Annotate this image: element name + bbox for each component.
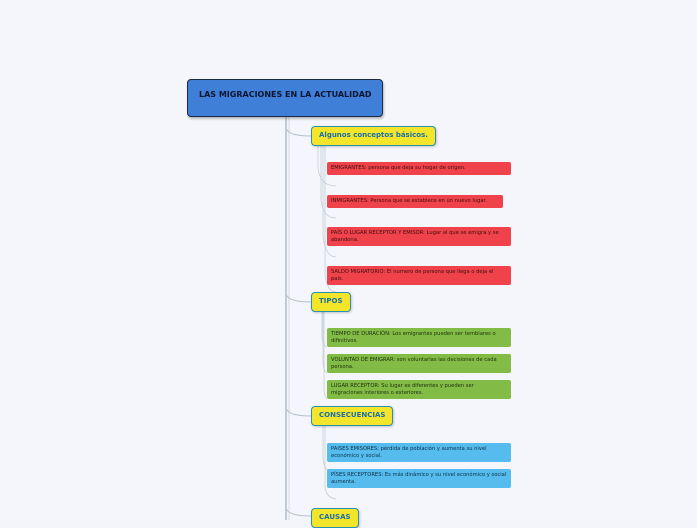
central-topic-title: LAS MIGRACIONES EN LA ACTUALIDAD (199, 90, 372, 99)
topic-consecuencias[interactable]: CONSECUENCIAS (311, 406, 394, 426)
subtopic-text: PAÍS O LUGAR RECEPTOR Y EMISOR: Lugar al… (331, 230, 499, 243)
subtopic-text: TIEMPO DE DURACIÓN: Los emigrantes puede… (331, 331, 496, 344)
subtopic-paises-emisores[interactable]: PAISES EMISORES: pérdida de población y … (327, 443, 511, 463)
topic-label: TIPOS (319, 297, 343, 305)
topic-conceptos-basicos[interactable]: Algunos conceptos básicos. (311, 126, 436, 146)
topic-label: Algunos conceptos básicos. (319, 131, 428, 139)
topic-tipos[interactable]: TIPOS (311, 292, 351, 312)
subtopic-pais-receptor-emisor[interactable]: PAÍS O LUGAR RECEPTOR Y EMISOR: Lugar al… (327, 227, 511, 247)
subtopic-tiempo-duracion[interactable]: TIEMPO DE DURACIÓN: Los emigrantes puede… (327, 328, 511, 348)
topic-label: CONSECUENCIAS (319, 411, 386, 419)
subtopic-inmigrantes[interactable]: INMIGRANTES: Persona que se establece en… (327, 195, 503, 208)
subtopic-text: VOLUNTAD DE EMIGRAR: son voluntarias las… (331, 357, 497, 370)
central-topic[interactable]: LAS MIGRACIONES EN LA ACTUALIDAD (187, 79, 383, 117)
topic-label: CAUSAS (319, 513, 351, 521)
subtopic-text: INMIGRANTES: Persona que se establece en… (331, 198, 487, 204)
subtopic-text: PÍSES RECEPTORES: Es más dinámico y su n… (331, 472, 507, 485)
subtopic-text: EMIGRANTES: persona que deja su hogar de… (331, 165, 466, 171)
subtopic-emigrantes[interactable]: EMIGRANTES: persona que deja su hogar de… (327, 162, 511, 175)
subtopic-text: PAISES EMISORES: pérdida de población y … (331, 446, 487, 459)
subtopic-text: LUGAR RECEPTOR: Su lugar es diferentes y… (331, 383, 474, 396)
subtopic-text: SALDO MIGRATORIO: El numero de persona q… (331, 269, 494, 282)
subtopic-voluntad-emigrar[interactable]: VOLUNTAD DE EMIGRAR: son voluntarias las… (327, 354, 511, 374)
topic-causas[interactable]: CAUSAS (311, 508, 359, 528)
subtopic-saldo-migratorio[interactable]: SALDO MIGRATORIO: El numero de persona q… (327, 266, 511, 286)
subtopic-lugar-receptor[interactable]: LUGAR RECEPTOR: Su lugar es diferentes y… (327, 380, 511, 400)
subtopic-paises-receptores[interactable]: PÍSES RECEPTORES: Es más dinámico y su n… (327, 469, 511, 489)
